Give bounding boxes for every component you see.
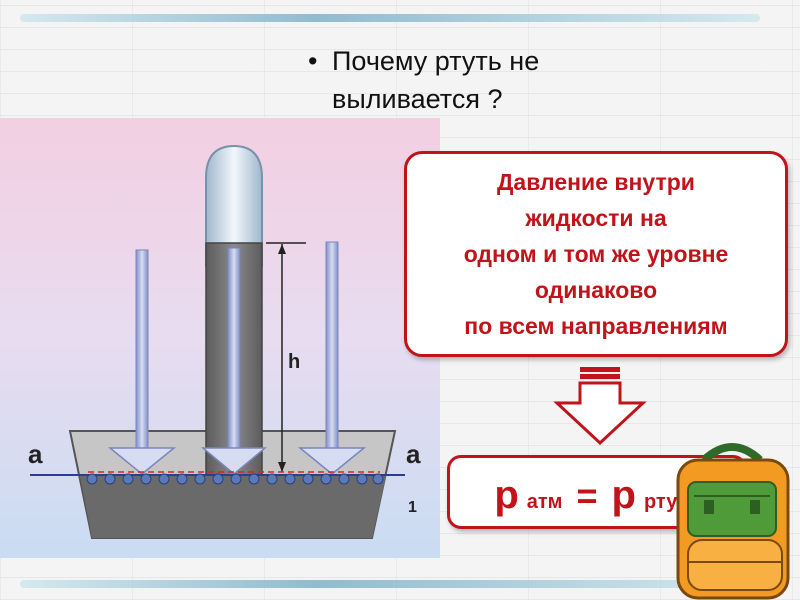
- height-marker: [266, 242, 306, 472]
- question-heading: • Почему ртуть не выливается ?: [308, 42, 640, 118]
- label-a-left: а: [28, 439, 43, 469]
- label-h: h: [288, 351, 300, 373]
- center-pressure-arrow: [200, 247, 268, 475]
- bottom-decorative-bar: [20, 580, 760, 588]
- dish-mercury-pool: [80, 476, 386, 538]
- question-text: Почему ртуть не выливается ?: [332, 46, 540, 114]
- right-pressure-arrow: [297, 241, 367, 475]
- formula-p-right: p: [611, 473, 636, 517]
- pressure-statement-text: Давление внутри жидкости на одном и том …: [463, 169, 729, 339]
- formula-sub-atm: атм: [526, 491, 563, 513]
- label-subscript-1: 1: [408, 499, 417, 516]
- backpack-icon: [676, 443, 790, 600]
- pressure-dots: [86, 473, 384, 485]
- left-pressure-arrow: [107, 249, 177, 475]
- pressure-statement-box: Давление внутри жидкости на одном и том …: [404, 151, 788, 357]
- bullet-icon: •: [308, 46, 318, 76]
- torricelli-diagram: h а а 1: [0, 118, 440, 558]
- top-decorative-bar: [20, 14, 760, 22]
- formula-p-left: p: [494, 473, 519, 517]
- formula-equals: =: [576, 475, 598, 516]
- label-a-right: а: [406, 439, 421, 469]
- down-arrow-icon: [553, 367, 647, 446]
